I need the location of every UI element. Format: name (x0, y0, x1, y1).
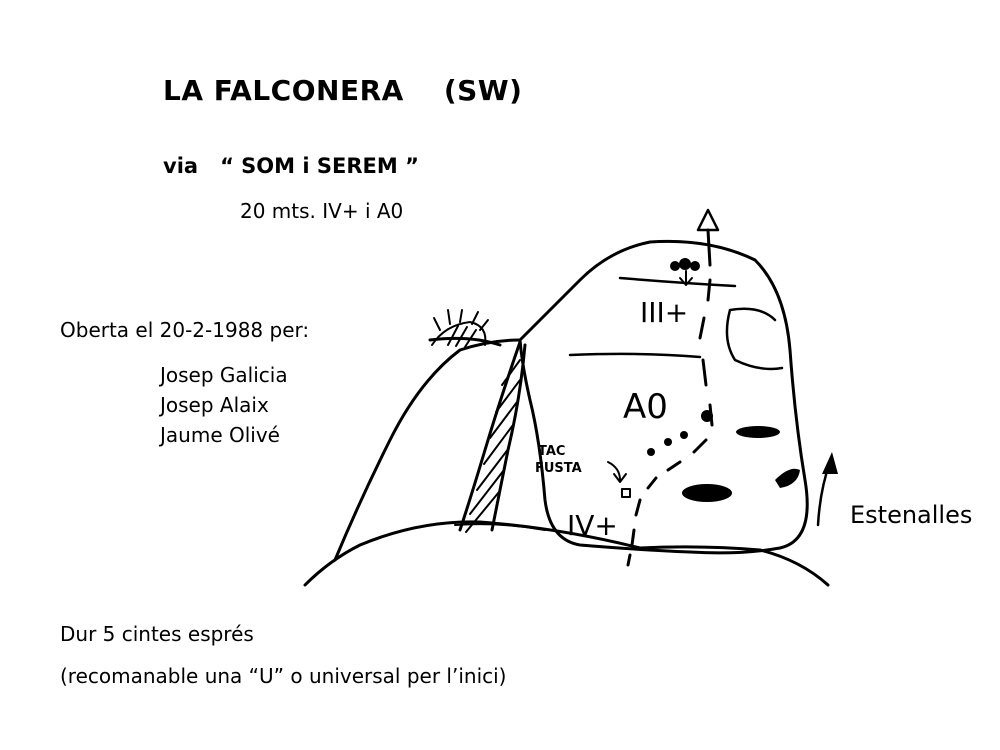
grade-top-label: III+ (640, 296, 688, 329)
belay-skull-icon (670, 258, 700, 286)
grade-bottom-label: IV+ (567, 509, 618, 542)
route-heading: via “ SOM i SEREM ” (163, 154, 419, 178)
climber-name: Josep Galicia (160, 363, 288, 387)
climber-name: Josep Alaix (160, 393, 269, 417)
topo-title: LA FALCONERA (SW) (163, 74, 522, 107)
pocket-large (682, 484, 732, 502)
ledge-right-inset (725, 307, 784, 371)
aid-label: A0 (623, 387, 668, 427)
climber-name: Jaume Olivé (160, 423, 280, 447)
route-grade-line: 20 mts. IV+ i A0 (240, 199, 404, 223)
gear-note: (recomanable una “U” o universal per l’i… (60, 664, 507, 688)
top-exit-arrow-icon (696, 208, 720, 232)
via-label: via (163, 154, 199, 178)
bush (431, 309, 489, 348)
ledge-top (618, 276, 737, 288)
orientation-label: (SW) (443, 74, 523, 107)
crag-name: LA FALCONERA (163, 74, 404, 107)
direction-label: Estenalles (850, 501, 972, 529)
ledge-lower (454, 523, 546, 531)
main-rock-outline (518, 239, 809, 555)
fusta-label: FUSTA (535, 461, 582, 476)
gear-requirement: Dur 5 cintes esprés (60, 622, 254, 646)
climber-list: Josep Galicia Josep Alaix Jaume Olivé (160, 360, 288, 450)
ledge-middle (568, 352, 702, 359)
left-slope-outline (333, 338, 522, 562)
pocket-edge (775, 468, 800, 488)
route-name: “ SOM i SEREM ” (220, 154, 419, 178)
wedge-pointer (607, 461, 627, 483)
pocket-right (736, 426, 780, 438)
bolt-dots (647, 410, 713, 456)
direction-arrow-head-icon (822, 452, 838, 474)
chimney-hatching (465, 359, 521, 533)
tac-label: TAC (538, 444, 565, 459)
opening-date-label: Oberta el 20-2-1988 per: (60, 318, 310, 342)
wood-wedge-icon (621, 488, 631, 498)
